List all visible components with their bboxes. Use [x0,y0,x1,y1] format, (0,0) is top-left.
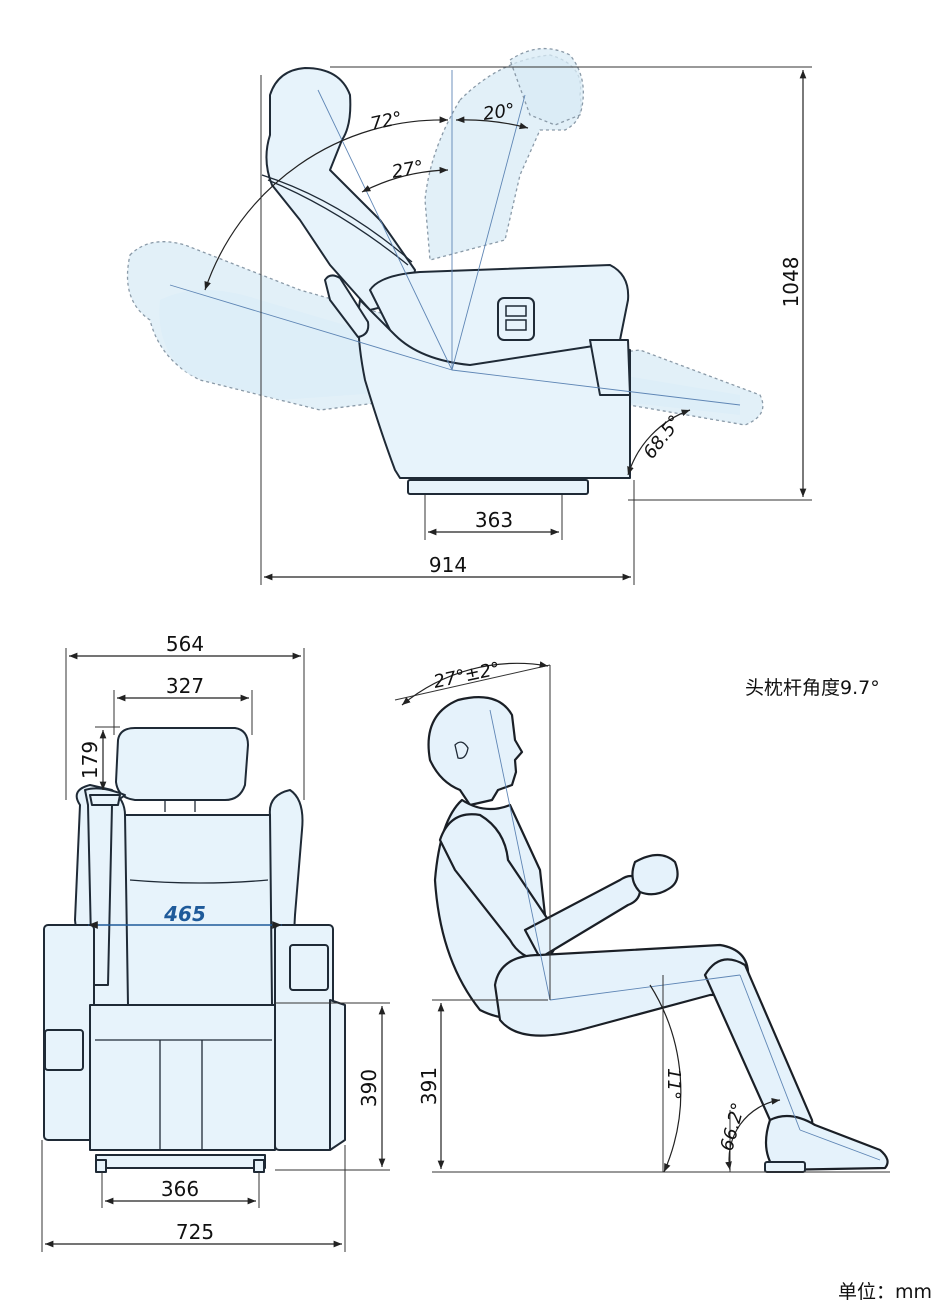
angle-68-label: 68.5° [639,411,686,463]
height-1048-label: 1048 [779,257,803,308]
height-391-label: 391 [417,1067,441,1105]
height-390-label: 390 [357,1069,381,1107]
height-1048-dimension: 1048 [330,66,812,501]
height-179-dimension: 179 [78,726,120,790]
width-465-label: 465 [163,902,206,926]
width-564-label: 564 [166,632,204,656]
base-363-label: 363 [475,508,513,532]
human-figure [427,696,889,1173]
depth-914-label: 914 [429,553,467,577]
unit-label: 单位：mm [838,1281,932,1303]
headrest-angle-note: 头枕杆角度9.7° [745,677,880,699]
head-angle-label: 27°±2° [432,658,502,693]
angle-20-label: 20° [482,100,517,125]
width-327-label: 327 [166,674,204,698]
height-390-dimension: 390 [275,1002,390,1171]
width-564-dimension: 564 [65,632,305,800]
width-327-dimension: 327 [113,674,253,735]
base-366-label: 366 [161,1177,199,1201]
angle-27-label: 27° [390,157,425,183]
thigh-angle-label: 11° [663,1068,684,1100]
upright-seat-ghost [424,47,584,261]
angle-72-label: 72° [369,108,405,135]
base-363-dimension: 363 [424,495,563,540]
height-391-dimension: 391 [417,999,890,1173]
width-465-dimension: 465 [88,902,282,929]
side-view: 72° 20° 27° 68.5° 1048 363 914 [126,47,812,585]
depth-914-dimension: 914 [260,75,635,585]
width-725-label: 725 [176,1220,214,1244]
front-view: 564 327 179 465 390 [41,632,390,1252]
height-179-label: 179 [78,741,102,779]
seat-front-main [43,727,346,1173]
side-angle-guides [169,70,741,476]
knee-angle-label: 66.2° [717,1100,750,1153]
width-725-dimension: 725 [41,1140,346,1252]
posture-view: 27°±2° 11° 66.2° 头枕杆角度9.7° 391 [394,658,890,1173]
base-366-dimension: 366 [101,1172,260,1208]
